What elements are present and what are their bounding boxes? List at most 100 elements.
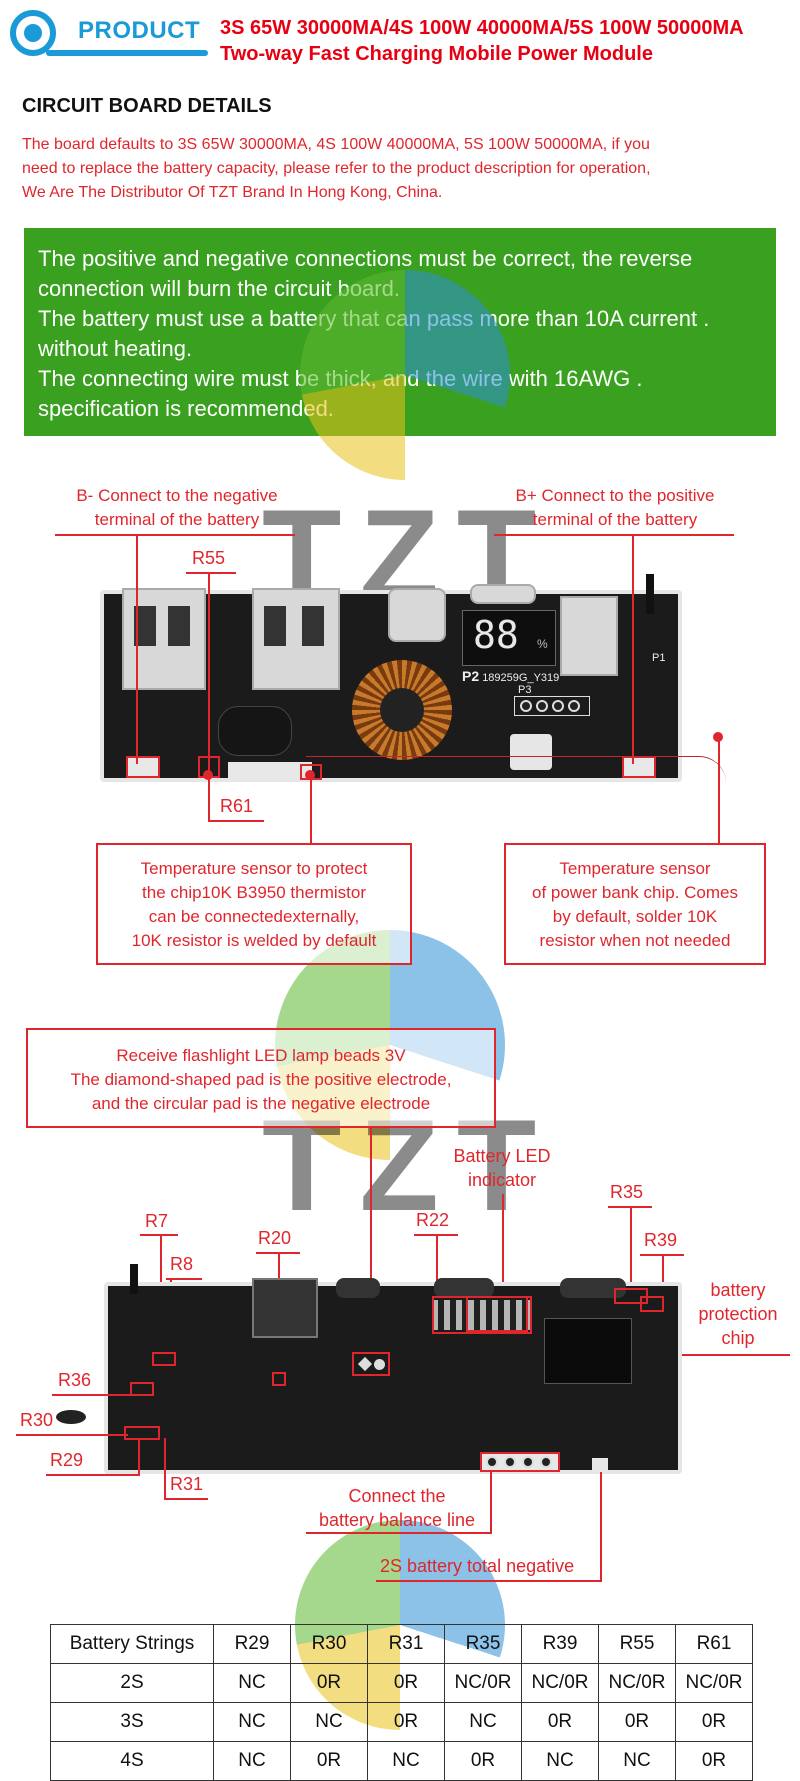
resistor-config-table: Battery Strings R29 R30 R31 R35 R39 R55 … xyxy=(50,1624,753,1781)
r61-leader xyxy=(208,776,210,822)
table-cell: NC xyxy=(444,1702,522,1742)
callout-line: by default, solder 10K xyxy=(552,907,718,926)
r55-label: R55 xyxy=(192,548,226,568)
usb-slot xyxy=(302,606,324,646)
r7-r8-pad xyxy=(152,1352,176,1366)
flashlight-leader xyxy=(370,1128,372,1354)
r29-label: R29 xyxy=(50,1450,84,1470)
label-line: indicator xyxy=(467,1170,537,1190)
table-cell: 0R xyxy=(521,1702,599,1742)
r61-label: R61 xyxy=(220,796,254,816)
logo-ring-icon xyxy=(10,10,56,56)
table-cell: NC/0R xyxy=(444,1663,522,1703)
output-pads xyxy=(228,762,312,780)
r39-label: R39 xyxy=(644,1230,678,1250)
logo-underline xyxy=(46,50,208,56)
r61-underline xyxy=(208,820,264,822)
table-cell: NC/0R xyxy=(675,1663,753,1703)
thermistor-icon xyxy=(56,1410,86,1424)
silk-p1: P1 xyxy=(652,652,666,664)
toroid-inductor-icon xyxy=(352,660,452,760)
r8-underline xyxy=(166,1278,202,1280)
r20-label: R20 xyxy=(258,1228,292,1248)
b-minus-underline xyxy=(55,534,295,536)
usb-c-port xyxy=(252,1278,318,1338)
temp-bank-callout: Temperature sensor of power bank chip. C… xyxy=(504,843,766,965)
label-line: chip xyxy=(721,1328,755,1348)
b-plus-pad xyxy=(622,756,656,778)
b-plus-underline xyxy=(494,534,734,536)
negative-2s-leader xyxy=(600,1472,602,1580)
r30-label: R30 xyxy=(20,1410,54,1430)
protection-chip xyxy=(544,1318,632,1384)
thermistor-wire xyxy=(306,756,726,783)
balance-leader xyxy=(490,1472,492,1532)
table-row: 4S NC 0R NC 0R NC NC 0R xyxy=(50,1741,753,1781)
led-indicator-label: Battery LED indicator xyxy=(430,1144,574,1192)
callout-line: Temperature sensor xyxy=(559,859,711,878)
switch-post-icon xyxy=(646,574,654,614)
label-line: Connect the xyxy=(348,1486,446,1506)
pin-hole xyxy=(520,700,532,712)
r31-leader xyxy=(164,1438,166,1500)
table-cell: NC xyxy=(367,1741,445,1781)
negative-2s-label: 2S battery total negative xyxy=(380,1556,575,1576)
callout-line: 10K resistor is welded by default xyxy=(131,931,377,950)
r22-leader xyxy=(436,1234,438,1306)
usb-a-port xyxy=(122,588,206,690)
logo-dot-icon xyxy=(24,24,42,42)
table-cell: 2S xyxy=(50,1663,214,1703)
r35-label: R35 xyxy=(610,1182,644,1202)
balance-line-pads xyxy=(480,1452,560,1472)
r30-r29-pad xyxy=(124,1426,160,1440)
table-cell: 0R xyxy=(290,1741,368,1781)
table-cell: NC xyxy=(598,1741,676,1781)
b-minus-line: terminal of the battery xyxy=(94,510,260,529)
callout-line: of power bank chip. Comes xyxy=(532,883,738,902)
b-plus-leader xyxy=(632,534,634,764)
intro-line: We Are The Distributor Of TZT Brand In H… xyxy=(22,184,443,201)
r29-leader xyxy=(138,1438,140,1476)
table-header-row: Battery Strings R29 R30 R31 R35 R39 R55 … xyxy=(50,1624,753,1664)
r36-label: R36 xyxy=(58,1370,92,1390)
usb-micro-port xyxy=(560,596,618,676)
table-cell: 0R xyxy=(675,1702,753,1742)
balance-hole xyxy=(486,1456,498,1468)
protection-chip-label: battery protection chip xyxy=(690,1278,786,1350)
table-cell: 3S xyxy=(50,1702,214,1742)
intro-line: The board defaults to 3S 65W 30000MA, 4S… xyxy=(22,136,650,153)
r7-underline xyxy=(140,1234,178,1236)
b-minus-line: B- Connect to the negative xyxy=(76,486,278,505)
product-title-line2: Two-way Fast Charging Mobile Power Modul… xyxy=(220,43,653,65)
table-cell: 0R xyxy=(598,1702,676,1742)
notice-line: without heating. xyxy=(38,336,193,361)
table-cell: NC/0R xyxy=(598,1663,676,1703)
silk-p2: P2 xyxy=(462,668,480,684)
table-header-cell: Battery Strings xyxy=(50,1624,214,1664)
temp-chip-callout: Temperature sensor to protect the chip10… xyxy=(96,843,412,965)
b-plus-line: B+ Connect to the positive xyxy=(515,486,715,505)
callout-line: the chip10K B3950 thermistor xyxy=(142,883,366,902)
table-header-cell: R31 xyxy=(367,1624,445,1664)
negative-2s-pad xyxy=(592,1458,608,1472)
usb-slot xyxy=(168,606,190,646)
table-header-cell: R55 xyxy=(598,1624,676,1664)
usb-c-port xyxy=(388,588,446,642)
pin-hole xyxy=(552,700,564,712)
table-header-cell: R29 xyxy=(213,1624,291,1664)
section-title: CIRCUIT BOARD DETAILS xyxy=(22,95,272,117)
silk-code: 189259G_Y319 xyxy=(482,672,560,684)
usb-slot xyxy=(134,606,156,646)
balance-hole xyxy=(522,1456,534,1468)
white-capacitor-icon xyxy=(510,734,552,770)
table-cell: NC xyxy=(521,1741,599,1781)
display-unit: % xyxy=(537,637,548,651)
usb-c-port xyxy=(470,584,536,604)
b-minus-label: B- Connect to the negative terminal of t… xyxy=(50,484,304,532)
r55-leader xyxy=(208,572,210,778)
flashlight-callout: Receive flashlight LED lamp beads 3V The… xyxy=(26,1028,496,1128)
r39-leader xyxy=(662,1254,664,1298)
table-header-cell: R35 xyxy=(444,1624,522,1664)
table-cell: NC xyxy=(213,1702,291,1742)
switch-post-icon xyxy=(130,1264,138,1294)
